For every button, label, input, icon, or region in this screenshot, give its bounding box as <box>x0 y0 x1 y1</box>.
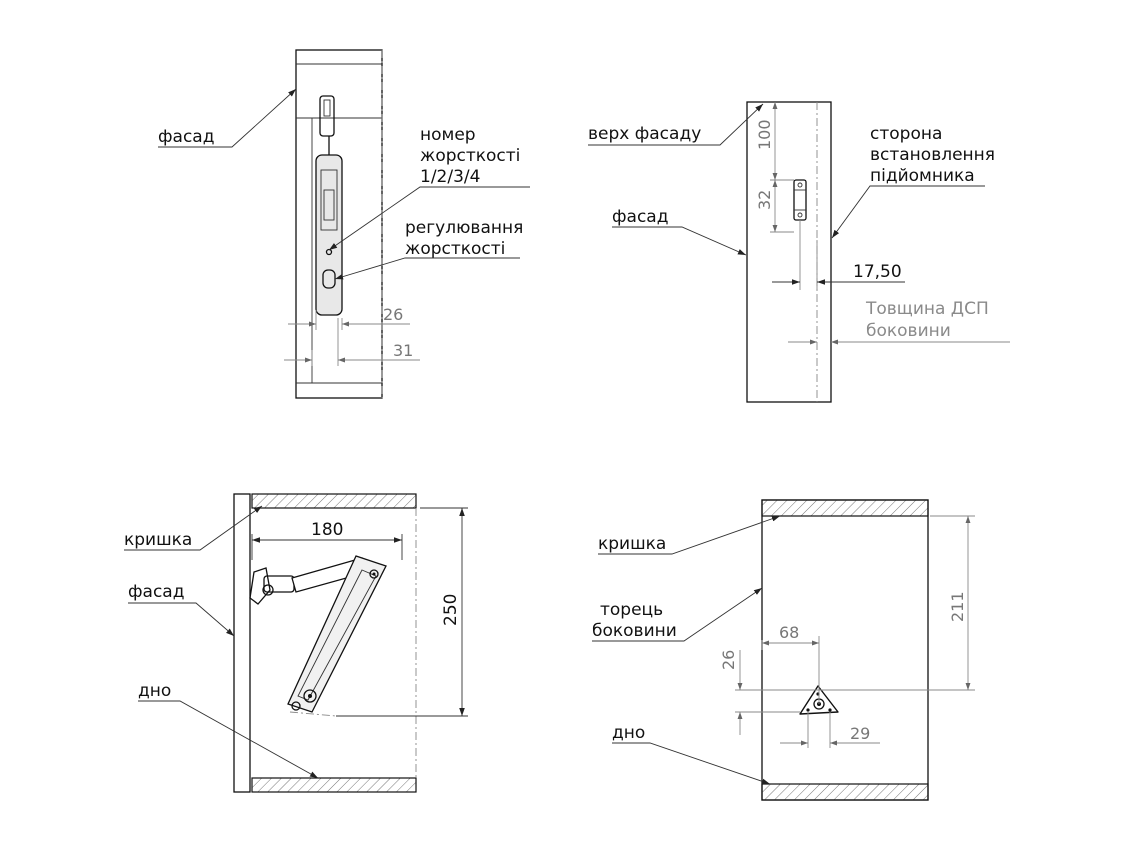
leader-bottom-right <box>612 742 771 785</box>
label-stiffness-number-3: 1/2/3/4 <box>420 167 480 187</box>
leader-lid-left <box>124 505 263 551</box>
lift-mechanism-front <box>315 95 343 316</box>
label-lift-side-1: сторона <box>870 124 942 144</box>
label-lid-left: кришка <box>124 530 192 550</box>
lift-bracket-front <box>793 179 807 221</box>
label-stiffness-number-2: жорсткості <box>420 146 520 166</box>
label-bottom-right: дно <box>612 723 645 743</box>
cabinet-outline <box>295 49 383 399</box>
bottom-section-right <box>761 783 929 801</box>
leader-lift-side <box>831 185 985 239</box>
lift-mechanism-side <box>249 555 387 717</box>
view-bottom-left: 180 250 кришка фасад дно <box>124 493 468 793</box>
leader-facade-top <box>588 103 764 146</box>
dim-68: 68 <box>779 623 799 642</box>
dim-31: 31 <box>393 341 413 360</box>
dim-211: 211 <box>948 591 967 622</box>
view-bottom-right: 211 68 26 29 кришка торець боковини дно <box>592 499 975 801</box>
label-side-end-1: торець <box>600 600 663 620</box>
dim-180: 180 <box>311 520 343 540</box>
label-lift-side-3: підйомника <box>870 166 975 186</box>
label-stiffness-adjust-1: регулювання <box>405 218 523 238</box>
facade-panel-outline <box>746 101 832 403</box>
leader-facade-bottom-left <box>128 602 235 637</box>
view-top-right: 100 32 17,50 верх фасаду фасад сторона в… <box>588 101 1010 403</box>
facade-section <box>233 493 251 793</box>
lid-section <box>251 493 417 509</box>
label-stiffness-adjust-2: жорсткості <box>405 239 505 259</box>
leader-lid-right <box>598 515 781 555</box>
dim-26-right: 26 <box>719 650 738 670</box>
label-lid-right: кришка <box>598 534 666 554</box>
bottom-section <box>251 777 417 793</box>
leader-facade <box>158 88 297 148</box>
label-lift-side-2: встановлення <box>870 145 995 165</box>
dim-26: 26 <box>383 305 403 324</box>
side-panel-outline <box>761 499 929 801</box>
label-facade-bottom-left: фасад <box>128 582 184 602</box>
dim-32: 32 <box>755 190 774 210</box>
leader-bottom-left <box>138 700 319 779</box>
label-bottom-left: дно <box>138 681 171 701</box>
label-stiffness-number-1: номер <box>420 125 476 145</box>
lid-section-right <box>761 499 929 517</box>
view-top-left: фасад номер жорсткості 1/2/3/4 регулюван… <box>158 49 530 399</box>
dim-100: 100 <box>755 119 774 150</box>
leader-stiffness-adjust <box>334 257 520 280</box>
leader-stiffness-number <box>328 186 530 251</box>
label-facade-right: фасад <box>612 207 668 227</box>
label-facade-top: верх фасаду <box>588 124 701 144</box>
dim-250: 250 <box>441 594 461 626</box>
label-thickness-2: боковини <box>866 321 951 341</box>
dim-29: 29 <box>850 724 870 743</box>
label-facade: фасад <box>158 127 214 147</box>
dim-1750: 17,50 <box>853 262 902 282</box>
leader-side-end <box>592 587 763 642</box>
leader-facade-right <box>612 226 747 256</box>
label-thickness-1: Товщина ДСП <box>865 299 989 319</box>
label-side-end-2: боковини <box>592 621 677 641</box>
